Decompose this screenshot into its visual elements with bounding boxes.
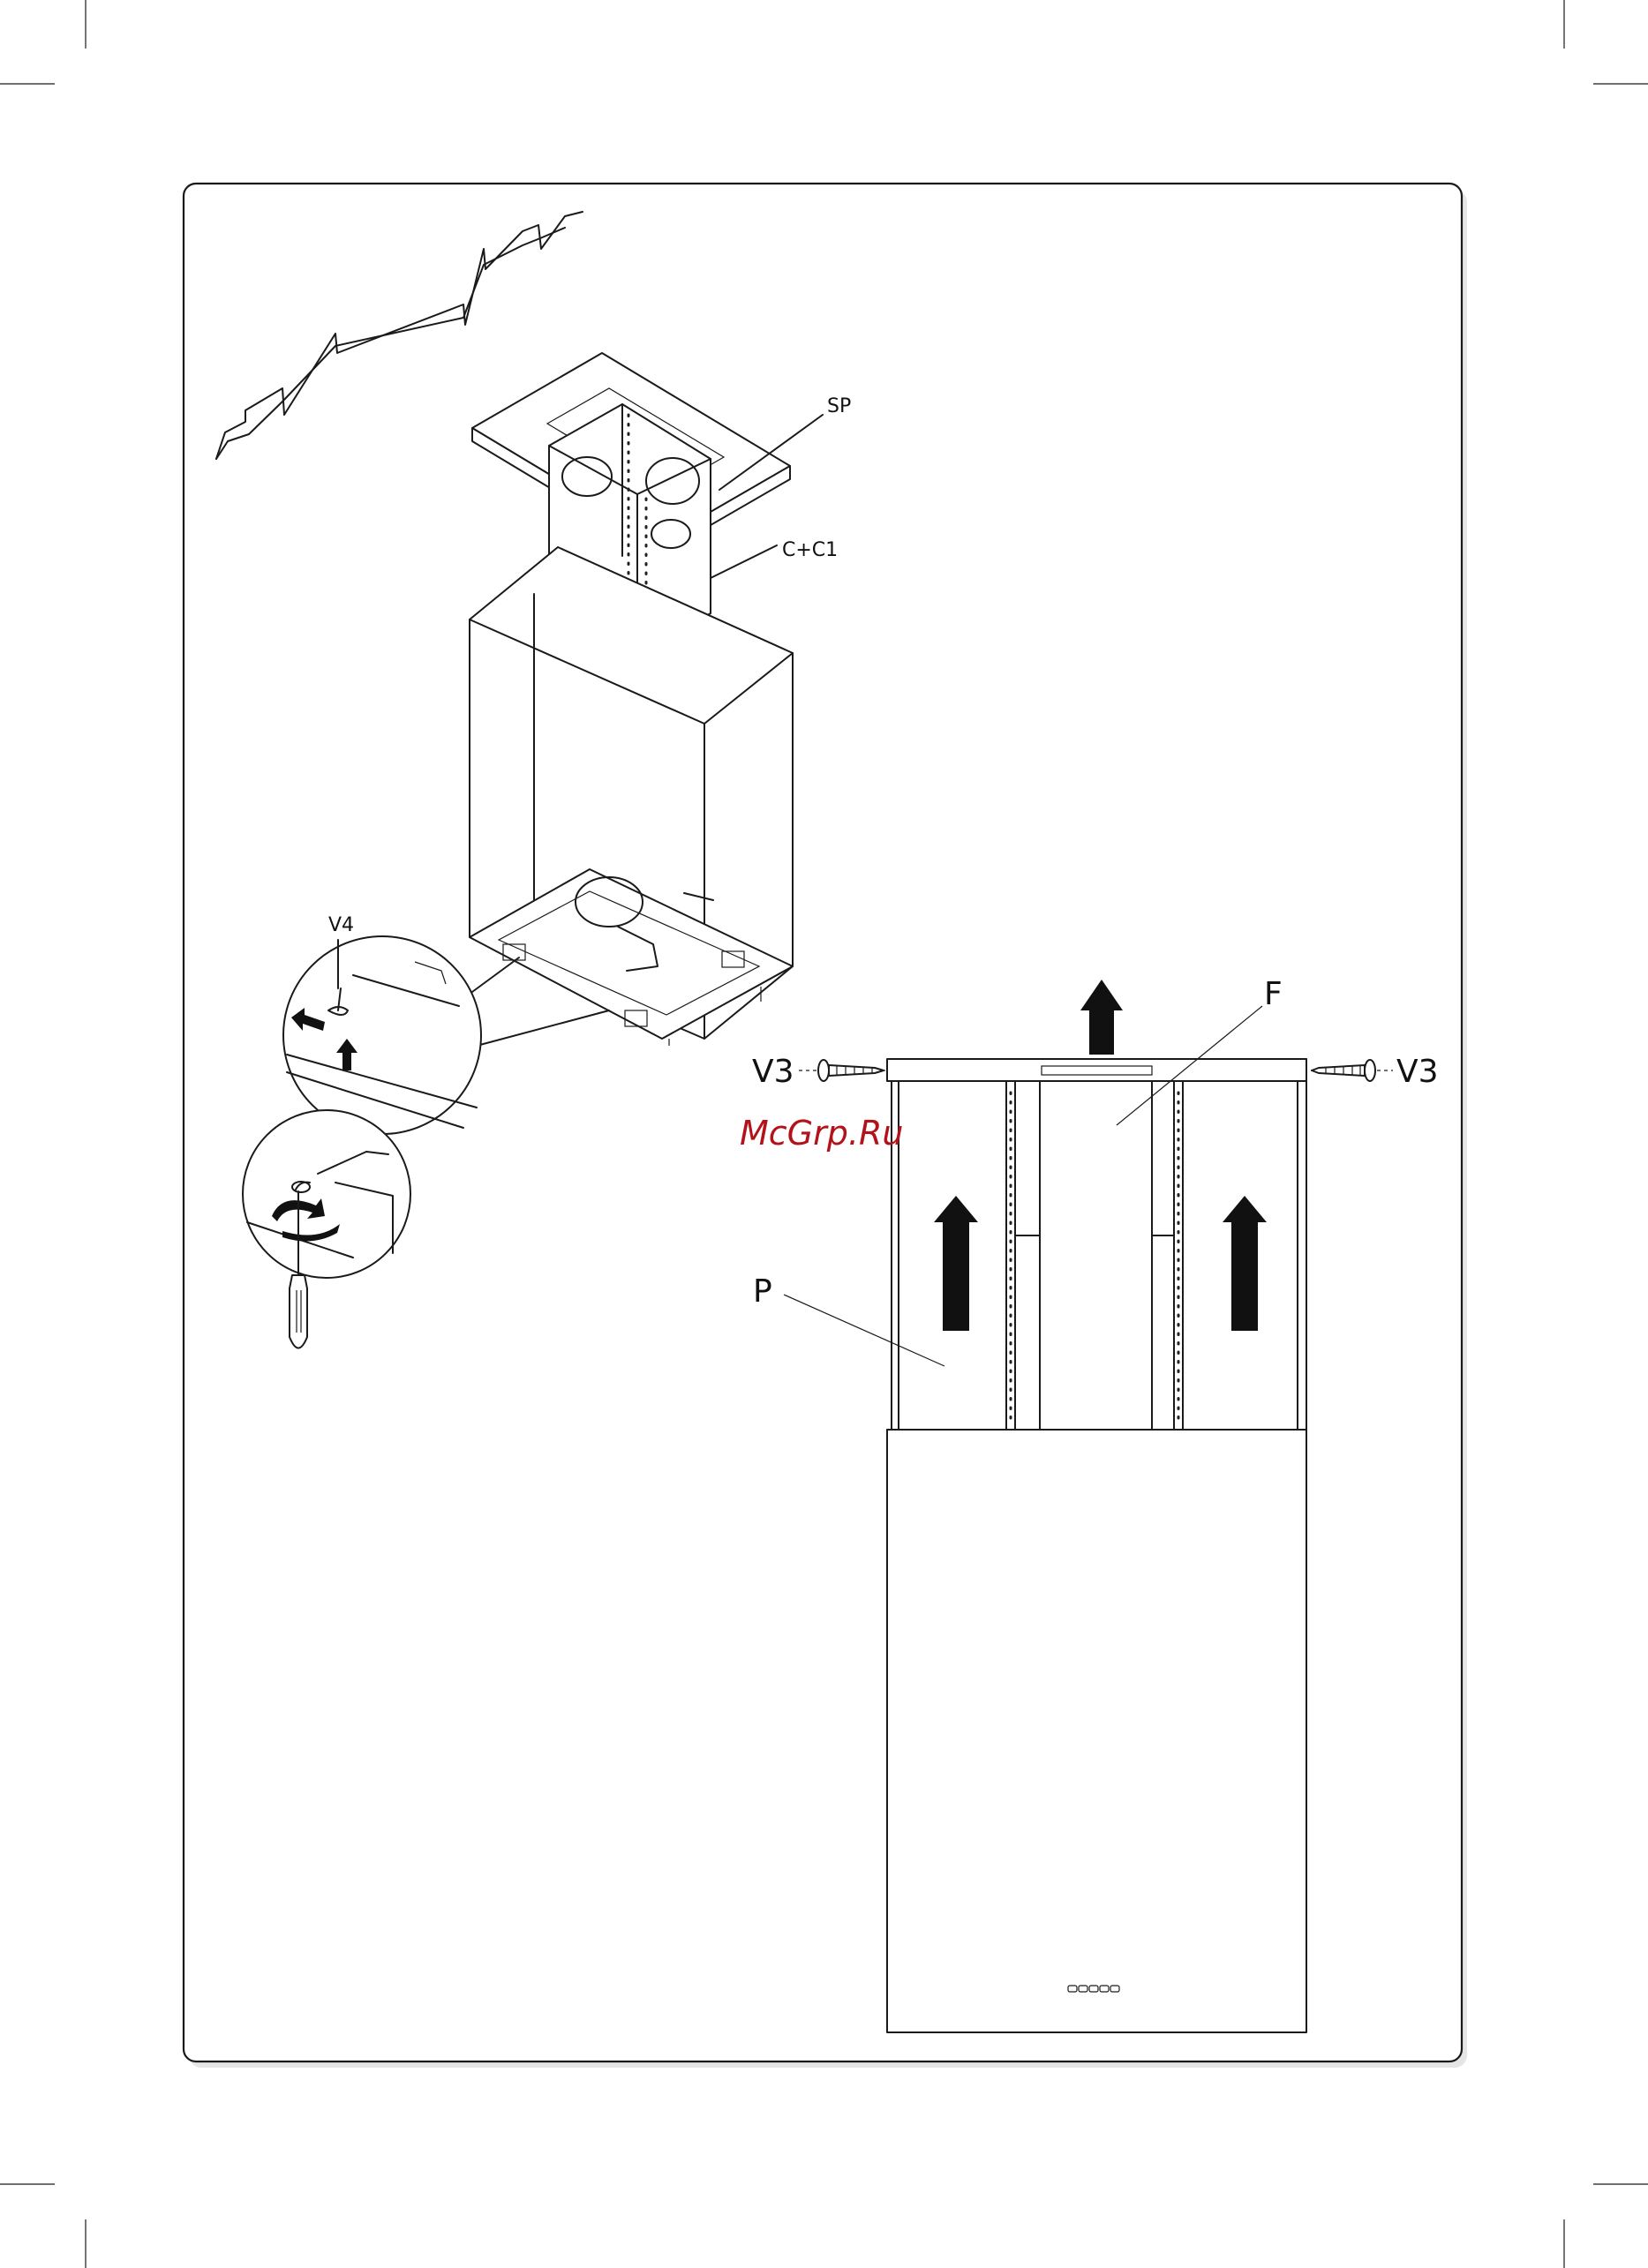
label-v3-right: V3 bbox=[1396, 1054, 1439, 1090]
label-p: P bbox=[753, 1273, 772, 1310]
label-f: F bbox=[1264, 976, 1283, 1012]
screw-head-icon bbox=[1365, 1060, 1375, 1081]
label-c-c1: C+C1 bbox=[782, 539, 838, 561]
label-v4: V4 bbox=[328, 914, 354, 936]
label-v3-left: V3 bbox=[752, 1054, 794, 1090]
watermark: McGrp.Ru bbox=[740, 1114, 903, 1153]
label-sp: SP bbox=[827, 395, 851, 417]
screw-head-icon bbox=[818, 1060, 829, 1081]
screwdriver-icon bbox=[290, 1275, 307, 1348]
